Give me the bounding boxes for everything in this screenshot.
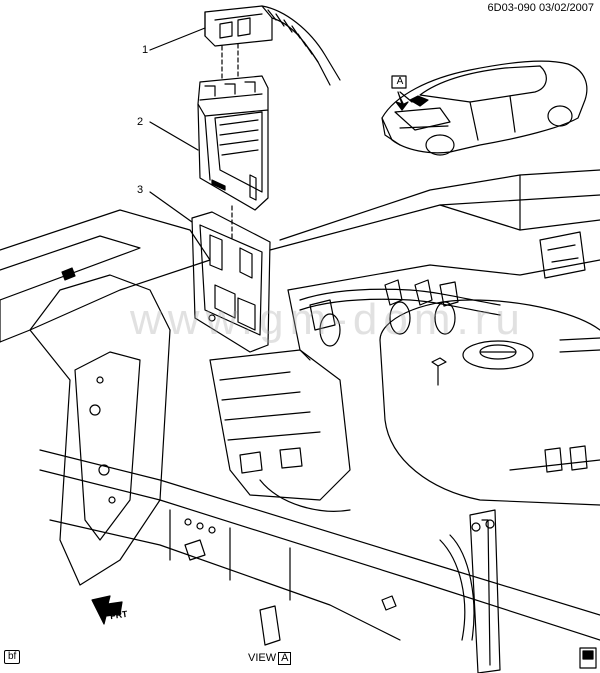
- callout-2: 2: [137, 116, 144, 128]
- diagram-code: 6D03-090: [487, 2, 536, 14]
- part-1-harness-connector: [149, 5, 341, 86]
- vehicle-body-structure: [0, 169, 600, 673]
- view-marker-text: VIEW: [248, 652, 277, 664]
- forward-arrow-icon: [91, 595, 123, 625]
- watermark: www.gm-dom.ru: [130, 295, 526, 344]
- footer-tag: bf: [4, 650, 21, 664]
- callout-3: 3: [137, 184, 144, 196]
- callout-1: 1: [142, 44, 149, 56]
- part-3-mounting-bracket: [149, 191, 271, 353]
- view-marker-letter: A: [278, 652, 292, 665]
- car-inset-illustration: [381, 60, 588, 156]
- part-2-control-module: [149, 75, 269, 241]
- car-inset-view-letter: A: [396, 76, 404, 87]
- diagram-date: 03/02/2007: [538, 2, 594, 14]
- diagram-code-label: 6D03-090 03/02/2007: [488, 2, 594, 14]
